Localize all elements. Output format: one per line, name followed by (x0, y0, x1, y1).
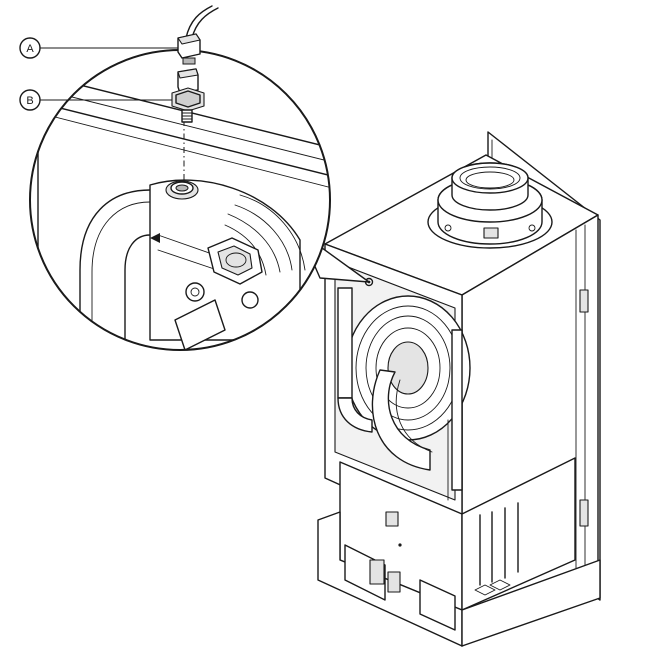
callout-b: B (19, 89, 173, 111)
sensor-port (165, 180, 199, 200)
callout-b-label: B (26, 95, 33, 107)
temperature-sensor (171, 68, 205, 123)
callout-a-label: A (26, 43, 34, 55)
hex-nut (207, 237, 263, 285)
flue-outlet (427, 162, 553, 249)
callout-a: A (19, 37, 179, 59)
sensor-plug (177, 33, 201, 65)
heat-exchanger (337, 287, 471, 501)
boiler-unit (317, 131, 601, 647)
magnified-detail (29, 49, 331, 351)
